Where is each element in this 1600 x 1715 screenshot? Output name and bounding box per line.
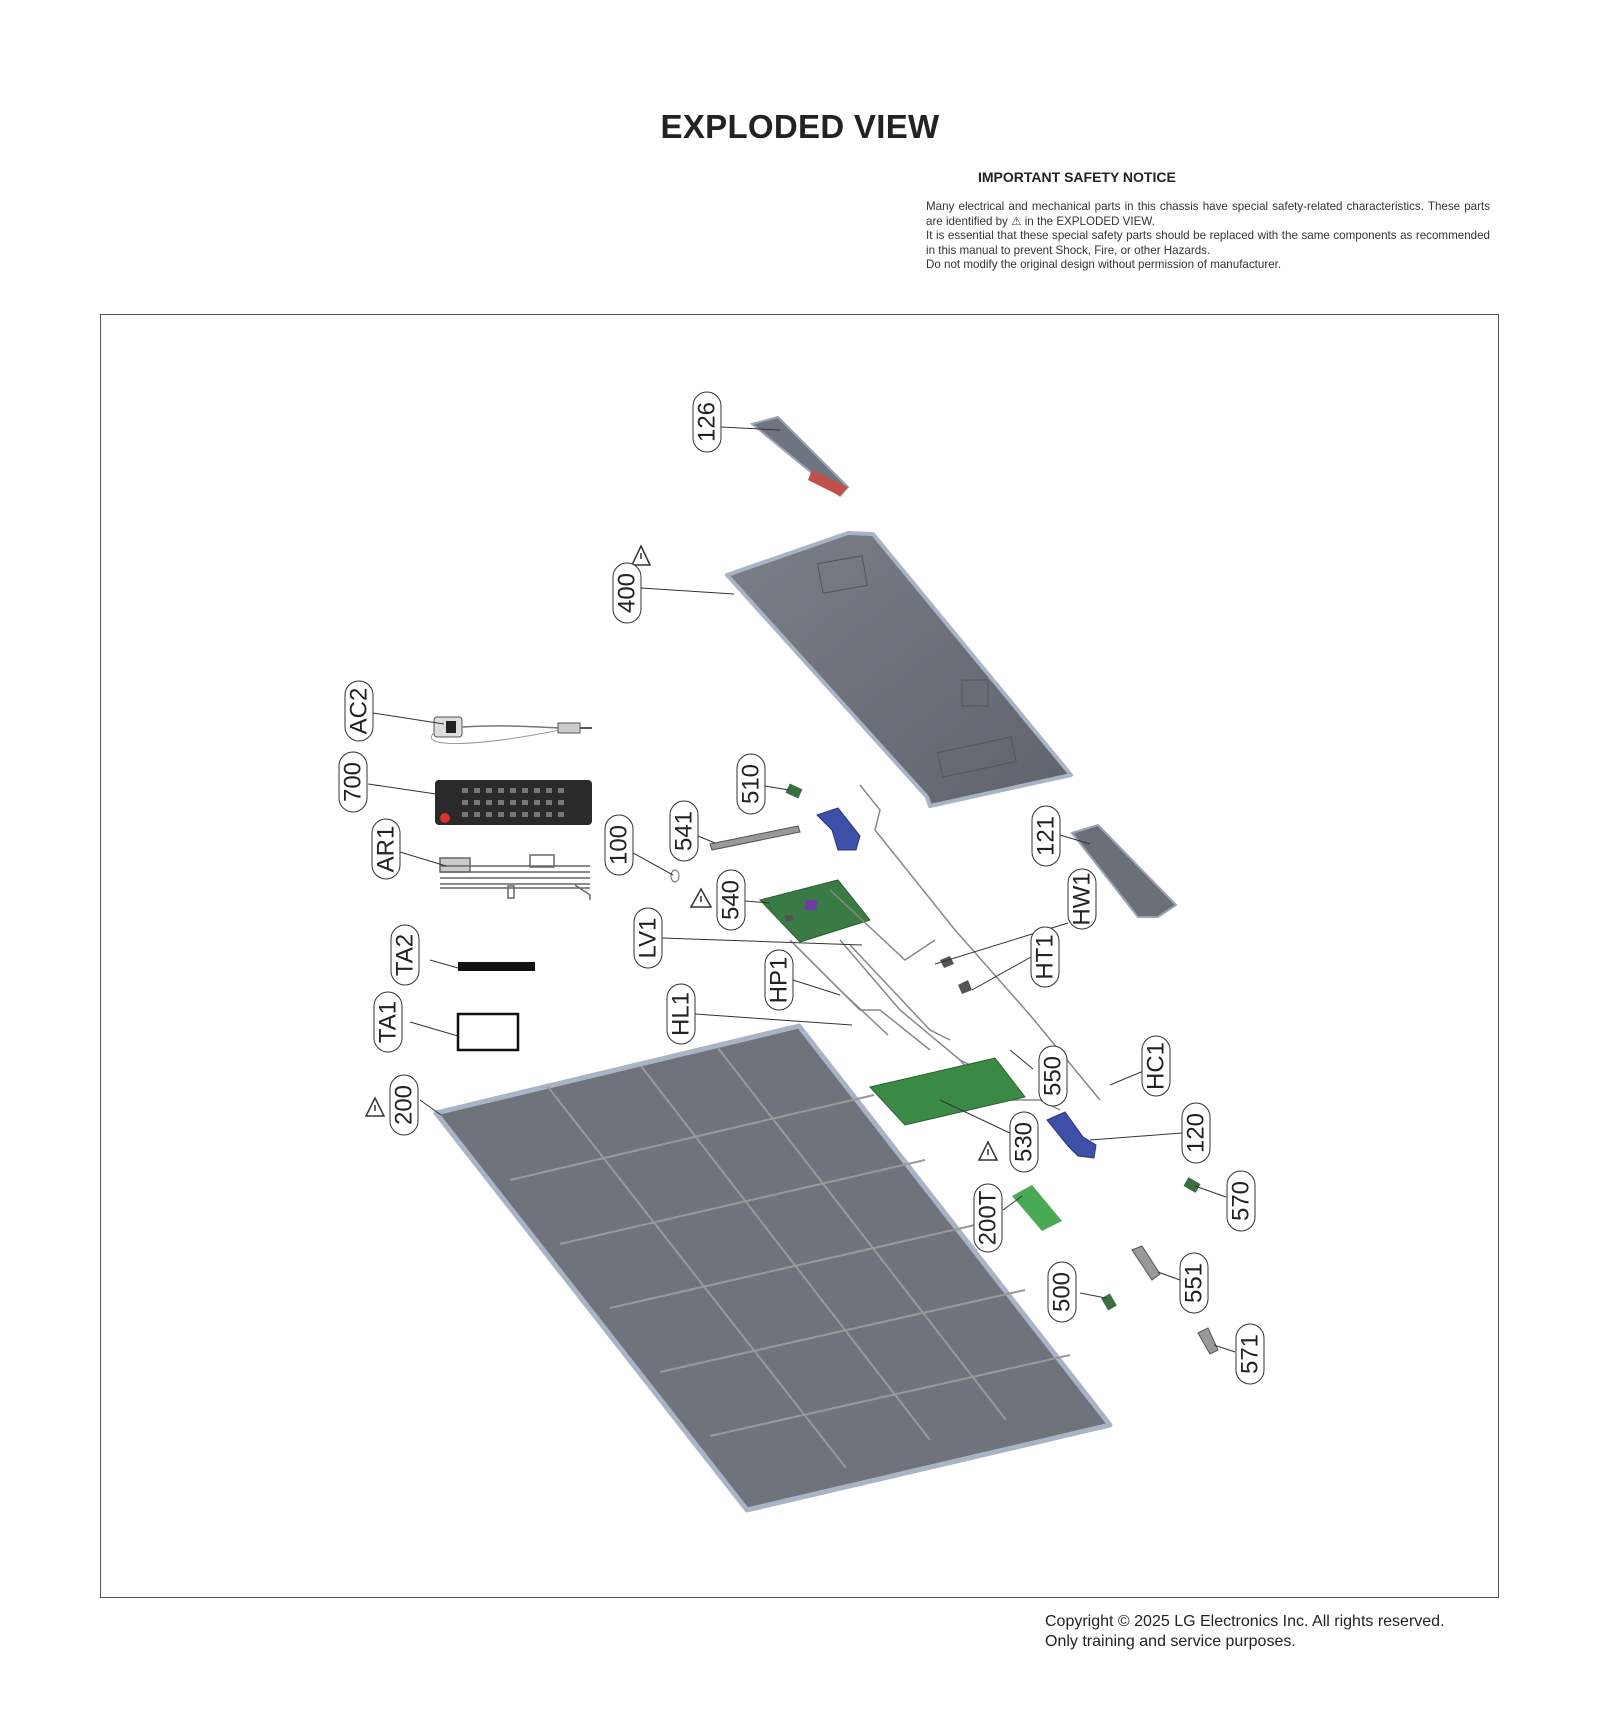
- svg-text:551: 551: [1181, 1263, 1208, 1303]
- callout-hl1: HL1: [666, 983, 696, 1045]
- svg-text:550: 550: [1040, 1056, 1067, 1096]
- copyright-text: Copyright © 2025 LG Electronics Inc. All…: [1045, 1613, 1445, 1630]
- safety-warning-icons: [364, 544, 999, 1161]
- svg-text:400: 400: [614, 573, 641, 613]
- callout-540: 540: [716, 869, 746, 931]
- svg-text:LV1: LV1: [635, 918, 662, 959]
- part-100-shape: [670, 869, 680, 883]
- part-120-speaker-shape: [1046, 1111, 1097, 1159]
- exploded-view-diagram: 126 400 AC2 700 AR1 100 510 541 540 121 …: [338, 391, 1265, 1513]
- svg-text:500: 500: [1049, 1272, 1076, 1312]
- callout-530: 530: [1009, 1111, 1039, 1173]
- part-540-main-board: [759, 879, 871, 943]
- part-ac2-shape: [430, 716, 592, 744]
- callout-121: 121: [1031, 805, 1061, 867]
- svg-text:HW1: HW1: [1069, 872, 1096, 925]
- svg-text:540: 540: [718, 880, 745, 920]
- page-title: EXPLODED VIEW: [660, 108, 940, 145]
- svg-text:TA1: TA1: [375, 1001, 402, 1043]
- callout-200: 200: [389, 1074, 419, 1136]
- svg-text:541: 541: [671, 811, 698, 851]
- svg-text:HL1: HL1: [668, 992, 695, 1036]
- svg-text:AR1: AR1: [373, 826, 400, 873]
- callout-ta1: TA1: [373, 991, 403, 1053]
- part-500-shape: [1101, 1293, 1117, 1311]
- callout-hw1: HW1: [1067, 868, 1097, 930]
- svg-text:121: 121: [1033, 816, 1060, 856]
- svg-text:100: 100: [606, 825, 633, 865]
- part-530-power-board: [869, 1057, 1026, 1126]
- callout-ar1: AR1: [371, 818, 401, 880]
- part-541-shape: [709, 825, 801, 851]
- warning-triangle-icon-530: [977, 1140, 999, 1161]
- callout-570: 570: [1226, 1170, 1256, 1232]
- part-ar1-shape: [439, 854, 591, 900]
- svg-text:200: 200: [391, 1085, 418, 1125]
- callout-400: 400: [612, 562, 642, 624]
- part-570-shape: [1183, 1177, 1201, 1193]
- callout-510: 510: [736, 753, 766, 815]
- svg-text:TA2: TA2: [392, 934, 419, 976]
- callout-lv1: LV1: [633, 907, 663, 969]
- callout-550: 550: [1038, 1045, 1068, 1107]
- part-400-back-cover: [725, 531, 1073, 808]
- callout-200t: 200T: [973, 1183, 1003, 1253]
- svg-text:530: 530: [1011, 1122, 1038, 1162]
- part-ht1-shape: [958, 980, 972, 994]
- svg-text:120: 120: [1183, 1113, 1210, 1153]
- part-571-shape: [1197, 1327, 1219, 1355]
- part-126-shape: [749, 415, 850, 498]
- purpose-text: Only training and service purposes.: [1045, 1633, 1296, 1650]
- callout-ac2: AC2: [344, 680, 374, 742]
- part-121-shape: [1070, 823, 1178, 918]
- callout-ta2: TA2: [390, 924, 420, 986]
- part-200-rear-frame: [433, 1023, 1113, 1513]
- safety-notice-line2: It is essential that these special safet…: [926, 229, 1490, 257]
- part-speaker-top-shape: [816, 807, 861, 851]
- warning-triangle-icon-400: [630, 544, 652, 566]
- safety-notice-line3: Do not modify the original design withou…: [926, 258, 1282, 272]
- callout-ht1: HT1: [1030, 926, 1060, 988]
- part-510-shape: [785, 783, 803, 799]
- part-551-shape: [1131, 1245, 1161, 1281]
- svg-text:HT1: HT1: [1032, 934, 1059, 979]
- callout-551: 551: [1179, 1252, 1209, 1314]
- callout-700: 700: [338, 751, 368, 813]
- callout-120: 120: [1181, 1102, 1211, 1164]
- svg-text:126: 126: [694, 402, 721, 442]
- safety-notice-line1: Many electrical and mechanical parts in …: [926, 200, 1490, 228]
- part-700-remote: [435, 780, 592, 825]
- svg-text:200T: 200T: [975, 1190, 1002, 1245]
- safety-notice-body: Many electrical and mechanical parts in …: [926, 200, 1490, 273]
- callout-500: 500: [1047, 1261, 1077, 1323]
- part-200t-shape: [1012, 1185, 1062, 1231]
- svg-text:700: 700: [340, 762, 367, 802]
- callout-hp1: HP1: [764, 949, 794, 1011]
- warning-triangle-icon-540: [689, 887, 713, 908]
- part-ta2-shape: [458, 962, 535, 971]
- callout-hc1: HC1: [1141, 1035, 1171, 1097]
- svg-text:510: 510: [738, 764, 765, 804]
- warning-triangle-icon: ⚠: [1011, 214, 1022, 228]
- warning-triangle-icon-200: [364, 1096, 386, 1117]
- callout-571: 571: [1235, 1323, 1265, 1385]
- safety-notice-heading: IMPORTANT SAFETY NOTICE: [978, 169, 1176, 185]
- svg-text:570: 570: [1228, 1181, 1255, 1221]
- part-ta1-shape: [456, 1012, 520, 1052]
- copyright-footer: Copyright © 2025 LG Electronics Inc. All…: [1045, 1612, 1445, 1652]
- callout-541: 541: [669, 800, 699, 862]
- svg-text:HP1: HP1: [766, 957, 793, 1004]
- svg-text:HC1: HC1: [1143, 1042, 1170, 1090]
- diagram-frame: [100, 314, 1499, 1598]
- svg-text:AC2: AC2: [346, 688, 373, 735]
- svg-text:571: 571: [1237, 1334, 1264, 1374]
- callout-100: 100: [604, 814, 634, 876]
- callout-126: 126: [692, 391, 722, 453]
